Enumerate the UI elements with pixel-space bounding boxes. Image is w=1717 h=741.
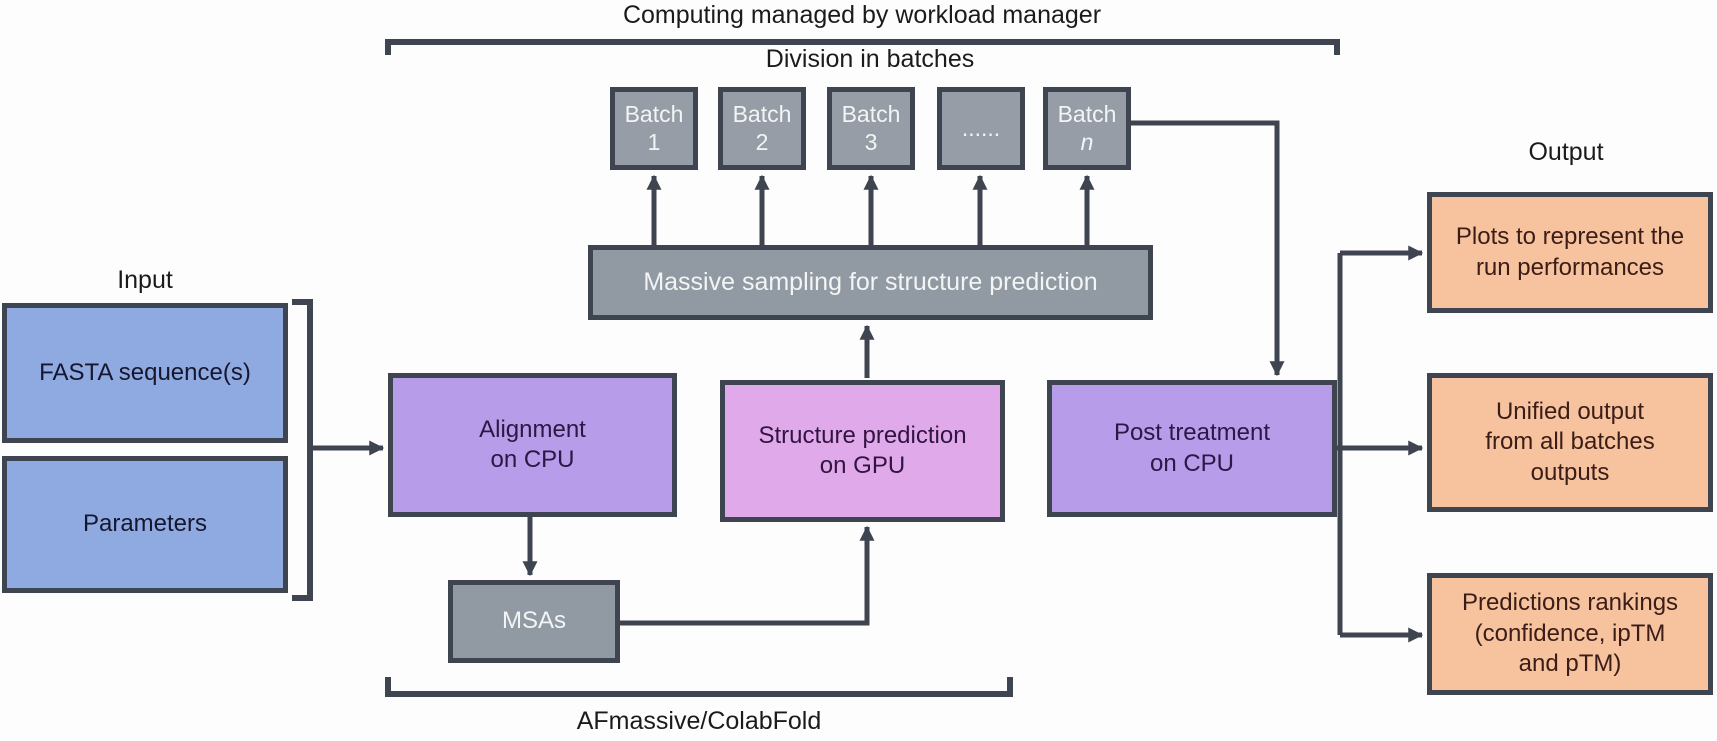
structure-prediction-on-gpu-box: Structure prediction on GPU [720, 380, 1005, 522]
msas-box: MSAs [448, 580, 620, 663]
output-box-rankings: Predictions rankings (confidence, ipTM a… [1427, 573, 1713, 695]
output-box-plots: Plots to represent the run performances [1427, 192, 1713, 313]
arrow-msas-to-structure-prediction [618, 525, 875, 626]
batch-1-word: Batch [624, 101, 684, 128]
afmassive-colabfold-bracket [385, 677, 1013, 697]
parameters-box: Parameters [2, 456, 288, 593]
batch-box-1: Batch 1 [610, 87, 698, 170]
arrow-batch-n-to-post-treatment [1131, 120, 1285, 377]
diagram-title: Computing managed by workload manager [622, 1, 1102, 29]
afmassive-colabfold-label: AFmassive/ColabFold [576, 707, 822, 735]
workload-manager-bracket [385, 39, 1340, 55]
alignment-on-cpu-box: Alignment on CPU [388, 373, 677, 517]
input-bracket [292, 299, 313, 601]
batch-ellipsis: ...... [961, 114, 1001, 141]
batch-box-ellipsis: ...... [937, 87, 1025, 170]
input-label: Input [117, 266, 173, 294]
batch-box-2: Batch 2 [718, 87, 806, 170]
massive-sampling-box: Massive sampling for structure predictio… [588, 245, 1153, 320]
batch-1-number: 1 [647, 128, 661, 155]
batch-n-word: Batch [1057, 101, 1117, 128]
batch-box-n: Batch n [1043, 87, 1131, 170]
batch-2-number: 2 [755, 128, 769, 155]
batch-n-number: n [1080, 128, 1094, 155]
batch-box-3: Batch 3 [827, 87, 915, 170]
batch-3-number: 3 [864, 128, 878, 155]
post-treatment-on-cpu-box: Post treatment on CPU [1047, 380, 1337, 517]
batch-2-word: Batch [732, 101, 792, 128]
output-label: Output [1528, 138, 1604, 166]
division-in-batches-label: Division in batches [765, 45, 975, 73]
batch-3-word: Batch [841, 101, 901, 128]
fasta-sequences-box: FASTA sequence(s) [2, 303, 288, 443]
output-box-unified: Unified output from all batches outputs [1427, 373, 1713, 512]
